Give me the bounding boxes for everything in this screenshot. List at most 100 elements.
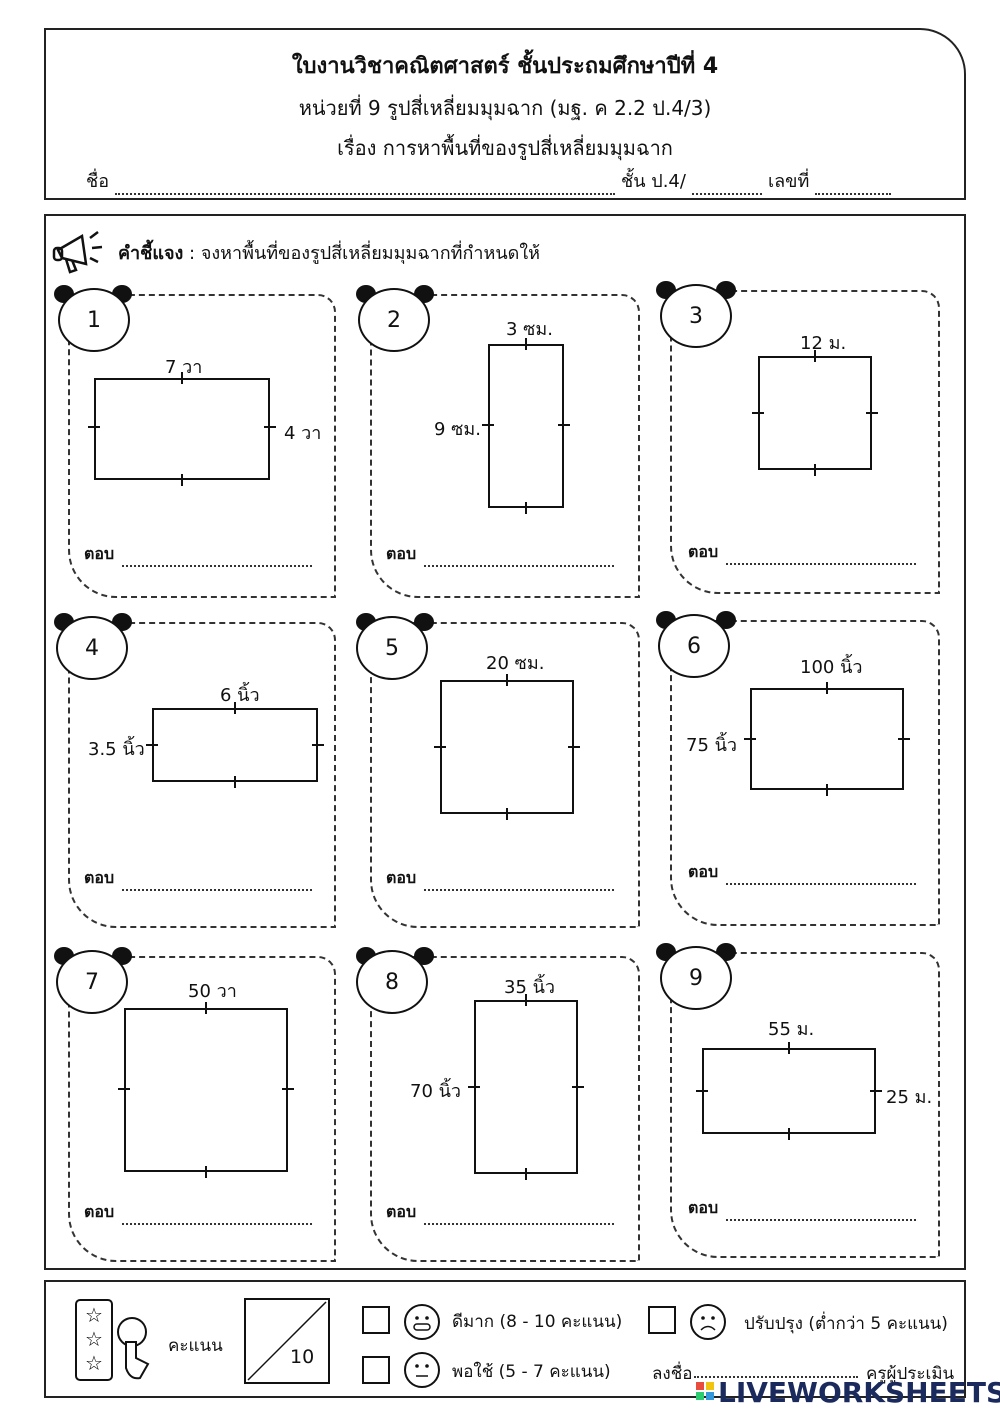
answer-label: ตอบ (84, 544, 115, 563)
tick-mark (898, 738, 910, 740)
tick-mark (752, 412, 764, 414)
answer-line: ตอบ (84, 1200, 318, 1225)
evaluator-label: ครูผู้ประเมิน (866, 1364, 955, 1384)
answer-label: ตอบ (386, 868, 417, 887)
top-dimension: 12 ม. (800, 333, 847, 354)
tick-mark (568, 746, 580, 748)
tick-mark (312, 744, 324, 746)
tick-mark (826, 784, 828, 796)
score-footer (44, 1280, 966, 1398)
answer-line: ตอบ (386, 542, 620, 567)
tick-mark (468, 1086, 480, 1088)
instruction-text: : จงหาพื้นที่ของรูปสี่เหลี่ยมมุมฉากที่กำ… (189, 243, 541, 264)
tick-mark (282, 1088, 294, 1090)
tick-mark (870, 1090, 882, 1092)
problems-area (44, 214, 966, 1270)
improve-label: ปรับปรุง (ต่ำกว่า 5 คะแนน) (744, 1314, 948, 1334)
square-figure (758, 356, 872, 470)
score-box[interactable] (244, 1298, 330, 1384)
answer-label: ตอบ (688, 542, 719, 561)
number-label: เลขที่ (767, 171, 810, 192)
tick-mark (866, 412, 878, 414)
tick-mark (146, 744, 158, 746)
square-figure (124, 1008, 288, 1172)
ok-checkbox[interactable] (362, 1356, 390, 1384)
answer-field[interactable] (122, 879, 313, 891)
tick-mark (558, 424, 570, 426)
problem-card-8 (370, 956, 640, 1262)
answer-field[interactable] (726, 1209, 917, 1221)
grinning-face-icon (404, 1304, 440, 1340)
number-field[interactable] (815, 179, 892, 195)
answer-line: ตอบ (386, 1200, 620, 1225)
problem-number-badge: 1 (58, 288, 130, 352)
tick-mark (525, 994, 527, 1006)
star-rating-icon: ☆ ☆ ☆ (74, 1298, 154, 1388)
answer-field[interactable] (424, 879, 615, 891)
improve-checkbox[interactable] (648, 1306, 676, 1334)
tick-mark (814, 464, 816, 476)
very-good-label: ดีมาก (8 - 10 คะแนน) (452, 1312, 623, 1332)
answer-field[interactable] (424, 1213, 615, 1225)
top-dimension: 6 นิ้ว (220, 685, 260, 706)
tick-mark (506, 674, 508, 686)
score-max: 10 (290, 1346, 315, 1368)
tick-mark (788, 1128, 790, 1140)
tick-mark (525, 338, 527, 350)
top-dimension: 100 นิ้ว (800, 657, 863, 678)
tick-mark (118, 1088, 130, 1090)
class-label: ชั้น ป.4/ (621, 171, 686, 192)
problem-card-4 (68, 622, 336, 928)
answer-field[interactable] (122, 555, 313, 567)
problem-card-2 (370, 294, 640, 598)
answer-field[interactable] (726, 553, 917, 565)
tick-mark (181, 372, 183, 384)
score-label: คะแนน (168, 1336, 223, 1356)
rectangle-figure (152, 708, 318, 782)
tick-mark (696, 1090, 708, 1092)
problem-number-badge: 2 (358, 288, 430, 352)
tick-mark (506, 808, 508, 820)
answer-field[interactable] (726, 873, 917, 885)
problem-card-5 (370, 622, 640, 928)
class-field[interactable] (691, 179, 762, 195)
rectangle-figure (474, 1000, 578, 1174)
sign-label: ลงชื่อ (652, 1364, 693, 1384)
tick-mark (788, 1042, 790, 1054)
problem-card-9 (670, 952, 940, 1258)
tick-mark (525, 502, 527, 514)
instruction: คำชี้แจง : จงหาพื้นที่ของรูปสี่เหลี่ยมมุ… (118, 238, 540, 267)
name-field[interactable] (115, 179, 616, 195)
top-dimension: 55 ม. (768, 1019, 815, 1040)
very-good-checkbox[interactable] (362, 1306, 390, 1334)
tick-mark (482, 424, 494, 426)
rectangle-figure (488, 344, 564, 508)
svg-text:☆: ☆ (85, 1327, 103, 1351)
tick-mark (434, 746, 446, 748)
problem-number-badge: 7 (56, 950, 128, 1014)
signature-field[interactable] (694, 1374, 858, 1378)
problem-card-7 (68, 956, 336, 1262)
problem-card-6 (670, 620, 940, 926)
problem-number-badge: 4 (56, 616, 128, 680)
side-dimension: 75 นิ้ว (686, 735, 738, 756)
problem-number-badge: 6 (658, 614, 730, 678)
answer-label: ตอบ (688, 862, 719, 881)
answer-line: ตอบ (688, 540, 922, 565)
side-dimension: 4 วา (284, 423, 322, 444)
top-dimension: 50 วา (188, 981, 237, 1002)
side-dimension: 3.5 นิ้ว (88, 739, 145, 760)
answer-label: ตอบ (84, 1202, 115, 1221)
rectangle-figure (702, 1048, 876, 1134)
answer-field[interactable] (424, 555, 615, 567)
tick-mark (572, 1086, 584, 1088)
square-figure (440, 680, 574, 814)
liveworksheets-logo-icon (696, 1378, 724, 1406)
worksheet-header: ใบงานวิชาคณิตศาสตร์ ชั้นประถมศึกษาปีที่ … (44, 28, 966, 200)
answer-field[interactable] (122, 1213, 313, 1225)
side-dimension: 9 ซม. (434, 419, 481, 440)
side-dimension: 70 นิ้ว (410, 1081, 462, 1102)
answer-label: ตอบ (688, 1198, 719, 1217)
tick-mark (525, 1168, 527, 1180)
problem-card-3 (670, 290, 940, 594)
